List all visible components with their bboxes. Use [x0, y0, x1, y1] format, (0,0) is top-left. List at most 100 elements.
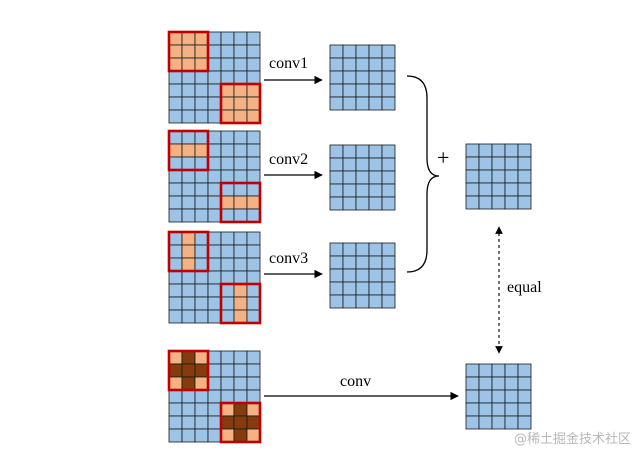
input-cell: [220, 130, 235, 145]
input-cell: [194, 169, 209, 184]
output-cell: [504, 169, 519, 184]
output-grid-sum: [465, 143, 532, 210]
output-cell: [368, 83, 383, 98]
output-cell: [355, 57, 370, 72]
input-cell: [181, 130, 196, 145]
output-cell: [491, 156, 506, 171]
output-cell: [478, 363, 493, 378]
output-cell: [491, 143, 506, 158]
input-cell: [246, 402, 261, 417]
grouping-brace: [406, 75, 440, 273]
output-cell: [329, 96, 344, 111]
input-cell: [220, 244, 235, 259]
output-cell: [478, 415, 493, 430]
output-cell: [381, 144, 396, 159]
input-cell: [246, 143, 261, 158]
output-cell: [491, 363, 506, 378]
input-cell: [181, 156, 196, 171]
input-cell: [220, 270, 235, 285]
output-cell: [504, 143, 519, 158]
output-cell: [368, 144, 383, 159]
input-cell: [207, 182, 222, 197]
input-cell: [246, 415, 261, 430]
output-cell: [342, 157, 357, 172]
input-cell: [207, 169, 222, 184]
output-cell: [368, 57, 383, 72]
input-cell: [220, 296, 235, 311]
input-cell: [194, 143, 209, 158]
input-cell: [246, 156, 261, 171]
input-cell: [233, 156, 248, 171]
input-cell: [233, 309, 248, 324]
output-cell: [517, 182, 532, 197]
input-cell: [220, 57, 235, 72]
output-cell: [329, 83, 344, 98]
output-cell: [342, 44, 357, 59]
label-conv1: conv1: [269, 55, 308, 72]
input-cell: [246, 169, 261, 184]
input-cell: [168, 389, 183, 404]
input-cell: [194, 83, 209, 98]
output-cell: [368, 281, 383, 296]
output-cell: [329, 57, 344, 72]
input-cell: [168, 57, 183, 72]
input-cell: [246, 376, 261, 391]
output-cell: [491, 389, 506, 404]
input-cell: [194, 208, 209, 223]
output-cell: [342, 83, 357, 98]
input-cell: [207, 156, 222, 171]
input-cell: [220, 195, 235, 210]
output-cell: [381, 170, 396, 185]
output-cell: [355, 294, 370, 309]
input-cell: [233, 143, 248, 158]
input-cell: [233, 389, 248, 404]
output-cell: [342, 170, 357, 185]
output-cell: [465, 389, 480, 404]
input-cell: [220, 389, 235, 404]
input-cell: [207, 195, 222, 210]
input-cell: [194, 389, 209, 404]
input-cell: [207, 389, 222, 404]
input-cell: [233, 244, 248, 259]
input-cell: [233, 169, 248, 184]
input-cell: [246, 363, 261, 378]
input-cell: [246, 350, 261, 365]
output-cell: [342, 96, 357, 111]
output-cell: [342, 57, 357, 72]
input-cell: [207, 44, 222, 59]
output-cell: [381, 83, 396, 98]
input-cell: [220, 31, 235, 46]
output-cell: [329, 44, 344, 59]
input-cell: [194, 309, 209, 324]
input-cell: [220, 169, 235, 184]
input-cell: [168, 244, 183, 259]
output-grid-conv3: [329, 242, 396, 309]
output-cell: [342, 70, 357, 85]
input-cell: [246, 296, 261, 311]
input-cell: [246, 130, 261, 145]
input-cell: [194, 44, 209, 59]
input-cell: [220, 231, 235, 246]
output-cell: [342, 196, 357, 211]
input-cell: [207, 231, 222, 246]
input-cell: [168, 428, 183, 443]
input-cell: [233, 31, 248, 46]
output-cell: [329, 294, 344, 309]
output-cell: [465, 195, 480, 210]
input-cell: [220, 363, 235, 378]
input-cell: [207, 309, 222, 324]
input-cell: [168, 376, 183, 391]
output-cell: [478, 376, 493, 391]
output-cell: [329, 144, 344, 159]
output-cell: [504, 402, 519, 417]
output-cell: [368, 170, 383, 185]
output-cell: [329, 170, 344, 185]
output-cell: [355, 183, 370, 198]
output-cell: [342, 183, 357, 198]
input-cell: [181, 428, 196, 443]
input-cell: [168, 31, 183, 46]
input-cell: [233, 70, 248, 85]
input-cell: [194, 402, 209, 417]
output-cell: [368, 70, 383, 85]
label-conv3: conv3: [269, 250, 308, 267]
